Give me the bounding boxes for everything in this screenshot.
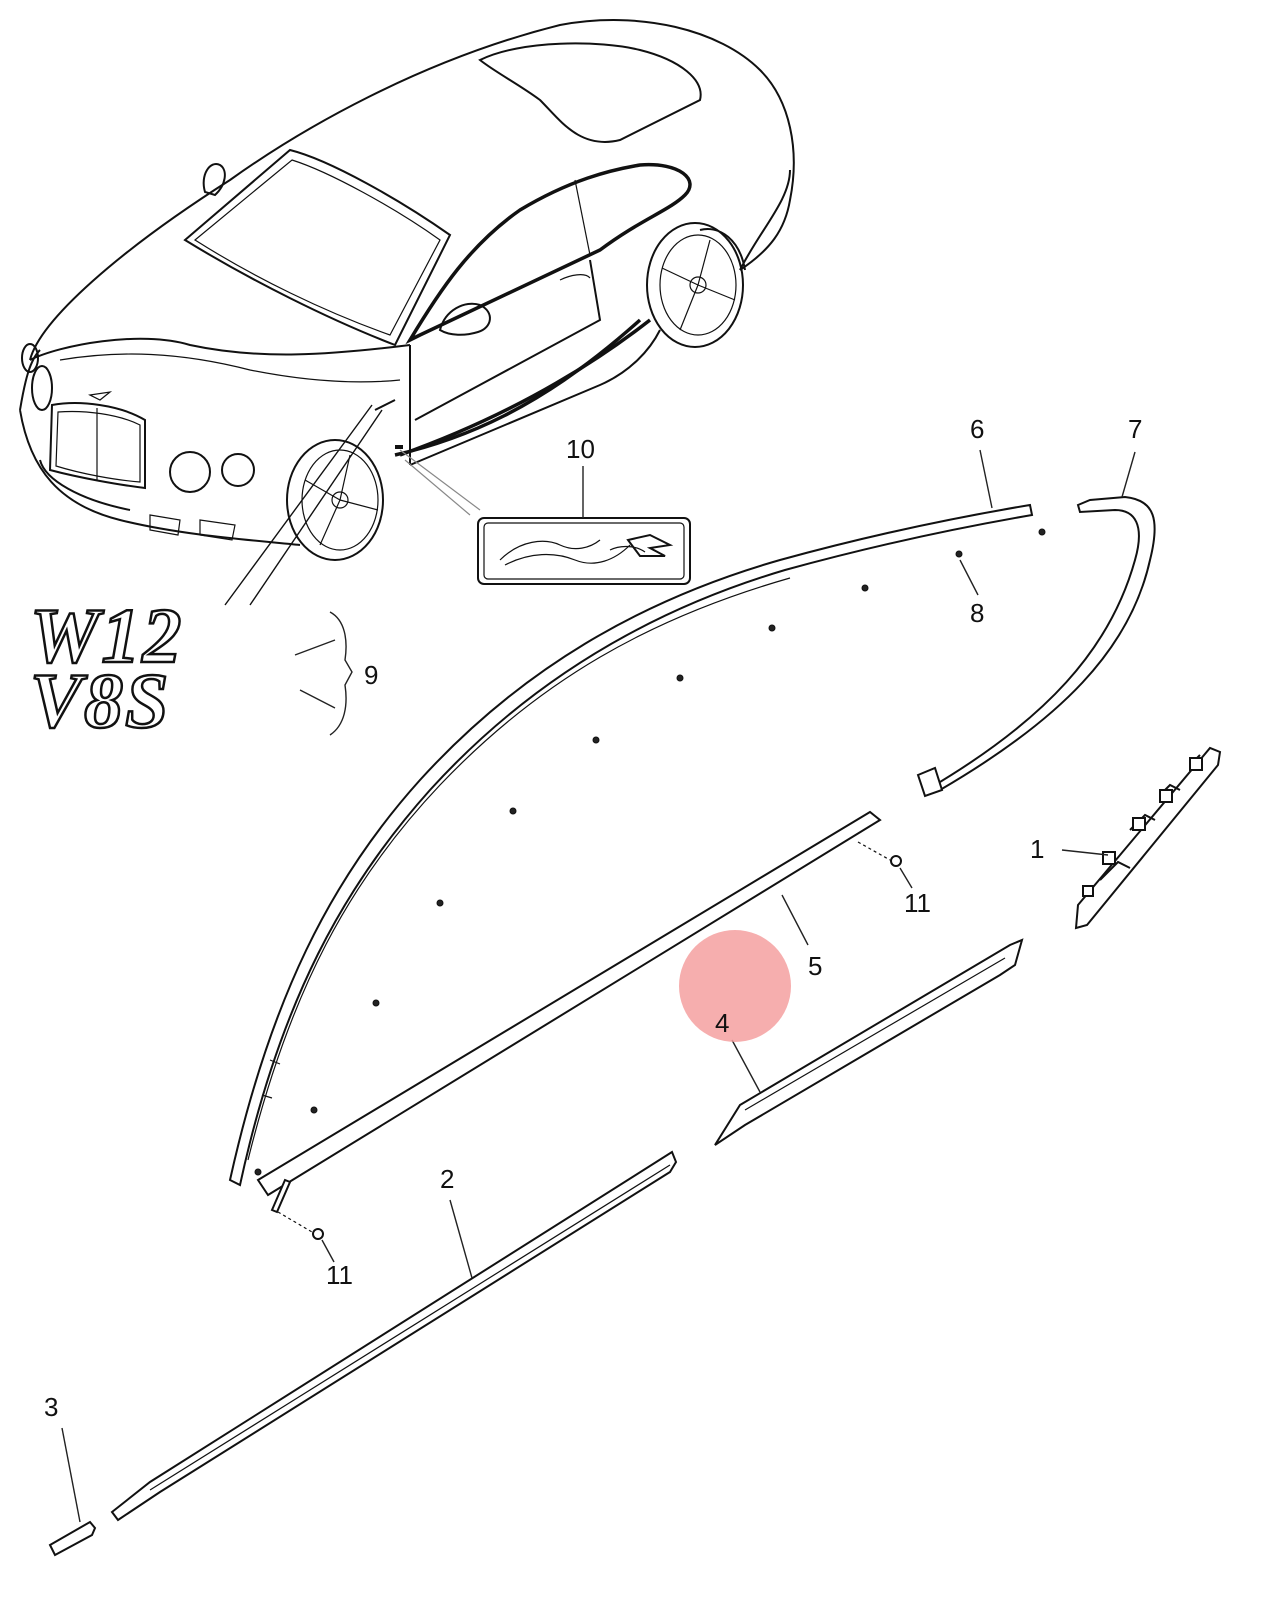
callout-11-bottom: 11 [326, 1260, 353, 1290]
roof-moulding-6 [228, 503, 1034, 1187]
callout-6: 6 [970, 414, 984, 444]
leader-3 [61, 1427, 81, 1523]
leader-11-bottom [321, 1239, 335, 1263]
callout-8: 8 [970, 598, 984, 628]
callout-4: 4 [715, 1008, 729, 1038]
callout-5: 5 [808, 951, 822, 981]
v8s-badge: V8S [29, 656, 170, 746]
door-moulding-4 [714, 938, 1024, 1146]
screw-11-top [857, 841, 902, 867]
svg-text:W12: W12 [30, 592, 183, 679]
end-cap-3 [48, 1520, 97, 1557]
leader-9b [299, 689, 336, 709]
leader-11-top [899, 867, 913, 889]
finisher-1 [1074, 746, 1222, 930]
leader-1 [1061, 849, 1109, 856]
sill-trim-5 [256, 810, 882, 1197]
leader-7 [1121, 451, 1136, 498]
w12-badge: W12 [29, 591, 183, 681]
leader-4 [731, 1039, 761, 1093]
callout-1: 1 [1030, 834, 1044, 864]
callout-11-top: 11 [904, 888, 931, 918]
leader-2 [449, 1199, 473, 1279]
leader-w12 [224, 404, 373, 606]
car-illustration [19, 19, 795, 561]
sill-moulding-2 [110, 1150, 678, 1522]
callout-3: 3 [44, 1392, 58, 1422]
bracket-9 [329, 611, 353, 736]
leader-10b [404, 459, 471, 516]
screw-11-bottom [270, 1178, 324, 1240]
badge-plate-10 [477, 517, 691, 585]
callout-7: 7 [1128, 414, 1142, 444]
callout-9: 9 [364, 660, 378, 690]
leader-5 [781, 894, 809, 946]
callout-10: 10 [566, 434, 595, 464]
leader-6 [979, 449, 993, 509]
leader-10a [399, 449, 481, 511]
clips-8 [254, 528, 1046, 1176]
svg-text:V8S: V8S [30, 657, 170, 744]
highlight-marker [679, 930, 791, 1042]
callout-2: 2 [440, 1164, 454, 1194]
leader-v8s [249, 409, 383, 606]
rear-pillar-trim-7 [916, 495, 1156, 798]
leader-9a [294, 639, 336, 656]
leader-8 [959, 559, 979, 596]
